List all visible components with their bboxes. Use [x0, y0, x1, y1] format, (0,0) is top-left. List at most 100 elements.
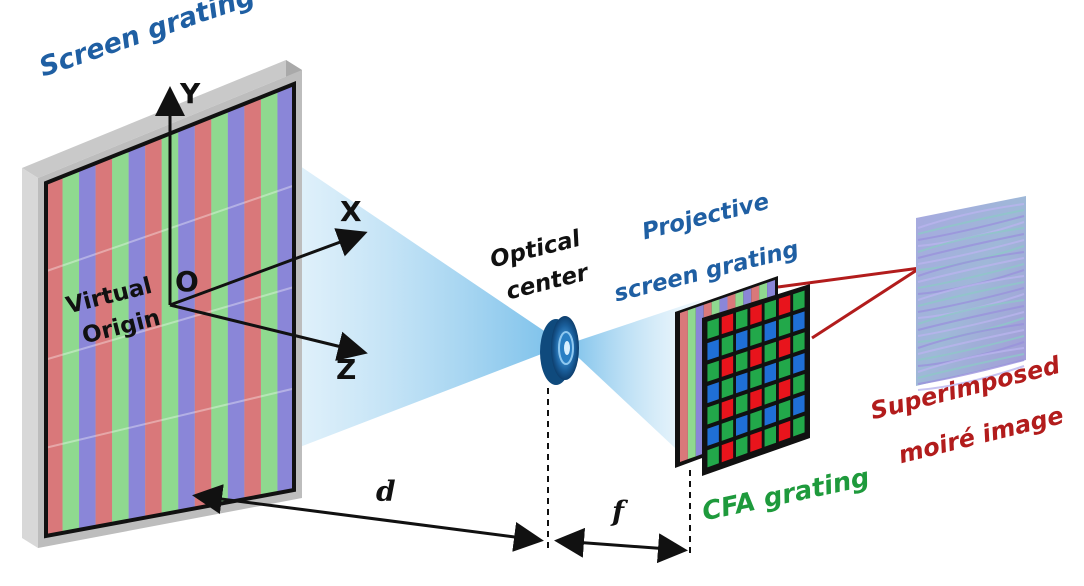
origin-o-label: O: [175, 265, 199, 298]
moire-line: [917, 251, 1025, 277]
cfa-cell: [721, 441, 734, 463]
screen-stripe: [112, 150, 129, 524]
cfa-cell: [736, 414, 748, 436]
cfa-cell: [736, 393, 748, 415]
coordinate-axes: [155, 86, 368, 361]
projective-stripe: [695, 304, 704, 457]
cfa-cell: [778, 316, 791, 337]
cfa-grating: [702, 284, 810, 476]
beam-right: [565, 300, 700, 462]
screen-stripe: [260, 90, 278, 497]
moire-line: [917, 203, 1025, 229]
axis-y-label: Y: [180, 77, 201, 110]
cfa-cell: [736, 372, 748, 394]
moire-line: [917, 305, 1025, 331]
cfa-cell: [721, 313, 734, 335]
cfa-cell: [707, 318, 719, 339]
cfa-cell: [707, 360, 719, 382]
screen-stripe: [62, 169, 80, 533]
cfa-cell: [764, 404, 776, 426]
cfa-cell: [736, 351, 748, 373]
moire-line: [917, 281, 1025, 307]
cfa-cell: [793, 353, 805, 374]
cfa-cell: [764, 425, 776, 447]
screen-stripe: [244, 97, 261, 500]
cfa-cell: [764, 299, 776, 321]
screen-stripe: [128, 143, 146, 521]
moire-line: [917, 275, 1025, 301]
cfa-cell: [778, 337, 791, 358]
screen-stripe: [277, 84, 294, 494]
moire-line: [917, 215, 1025, 241]
cfa-cell: [778, 357, 791, 379]
moire-image: [916, 196, 1026, 391]
cfa-cell: [793, 394, 805, 416]
cfa-cell: [707, 382, 719, 404]
moire-line: [917, 323, 1025, 349]
cfa-cell: [793, 332, 805, 353]
cfa-cell: [778, 420, 791, 442]
cfa-cell: [793, 290, 805, 311]
moire-line: [917, 287, 1025, 313]
moire-line: [917, 359, 1025, 385]
screen-stripes: [45, 84, 295, 536]
moire-line: [917, 329, 1025, 355]
cfa-cell: [750, 367, 762, 389]
cfa-cell: [707, 403, 719, 425]
axis-z-label: Z: [336, 353, 357, 386]
cfa-cell: [793, 415, 805, 437]
moire-line: [917, 335, 1025, 361]
distance-d-arrow: [192, 484, 544, 552]
cfa-cell: [750, 388, 762, 410]
axis-x-label: X: [340, 195, 362, 228]
screen-stripe: [79, 163, 96, 530]
distance-d-label: d: [376, 475, 396, 508]
cfa-cell: [721, 334, 734, 356]
moire-line: [917, 353, 1025, 379]
cfa-cell: [721, 377, 734, 399]
cfa-cell: [721, 398, 734, 420]
moire-line: [917, 257, 1025, 283]
cfa-cell: [778, 295, 791, 316]
moire-line: [917, 263, 1025, 289]
cfa-cell: [764, 383, 776, 405]
moire-line: [917, 209, 1025, 235]
beam-left: [232, 120, 565, 470]
cfa-cell: [764, 320, 776, 342]
cfa-cell: [793, 311, 805, 332]
screen-stripe: [178, 123, 195, 512]
projective-stripe: [687, 307, 696, 460]
screen-stripe: [95, 156, 113, 527]
projective-stripe: [680, 310, 688, 462]
distance-f-arrow: [554, 527, 688, 564]
cfa-cell: [764, 362, 776, 384]
cfa-cell: [707, 424, 719, 446]
moire-line: [917, 227, 1025, 253]
cfa-cell: [778, 399, 791, 421]
screen-stripe: [145, 136, 162, 518]
cfa-cell: [707, 339, 719, 361]
cfa-cell: [721, 355, 734, 377]
screen-grid-line: [45, 387, 295, 449]
cfa-cell: [750, 409, 762, 431]
cfa-cell: [764, 341, 776, 363]
cfa-cell: [750, 346, 762, 368]
cfa-cell: [778, 378, 791, 400]
moire-line: [917, 347, 1025, 373]
distance-f-label: f: [612, 495, 625, 528]
screen-stripe: [211, 110, 228, 506]
cfa-cell: [736, 330, 748, 351]
screen-stripe: [161, 130, 179, 515]
cfa-cell: [707, 446, 719, 468]
screen-stripe: [227, 103, 245, 503]
moire-line: [917, 311, 1025, 337]
moire-line: [917, 239, 1025, 265]
lens-icon: [540, 316, 579, 385]
cfa-cell: [721, 419, 734, 441]
cfa-cell: [750, 304, 762, 325]
moire-line: [917, 365, 1025, 391]
screen-stripe: [46, 176, 63, 536]
cfa-cell: [750, 430, 762, 452]
